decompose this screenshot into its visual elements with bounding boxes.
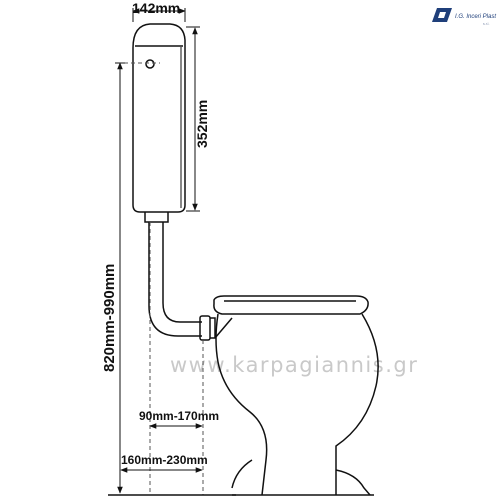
logo-sub-text: s.r.l.	[483, 22, 489, 26]
tank-width-label: 142mm	[132, 0, 180, 16]
watermark-text: www.karpagiannis.gr	[170, 353, 418, 377]
toilet-bowl	[213, 295, 379, 496]
inner-offset-label: 90mm-170mm	[139, 409, 219, 423]
brand-logo: I.G. Inceri Plast s.r.l.	[432, 8, 496, 26]
cistern-tank	[132, 23, 186, 223]
flush-pipe	[148, 222, 216, 341]
tank-height-label: 352mm	[194, 100, 210, 148]
dimension-lines	[108, 8, 236, 496]
total-height-label: 820mm-990mm	[101, 264, 118, 372]
centerlines	[117, 62, 204, 495]
logo-brand-text: I.G. Inceri Plast	[455, 14, 496, 20]
outer-offset-label: 160mm-230mm	[121, 453, 208, 467]
flush-button-icon	[145, 59, 155, 69]
